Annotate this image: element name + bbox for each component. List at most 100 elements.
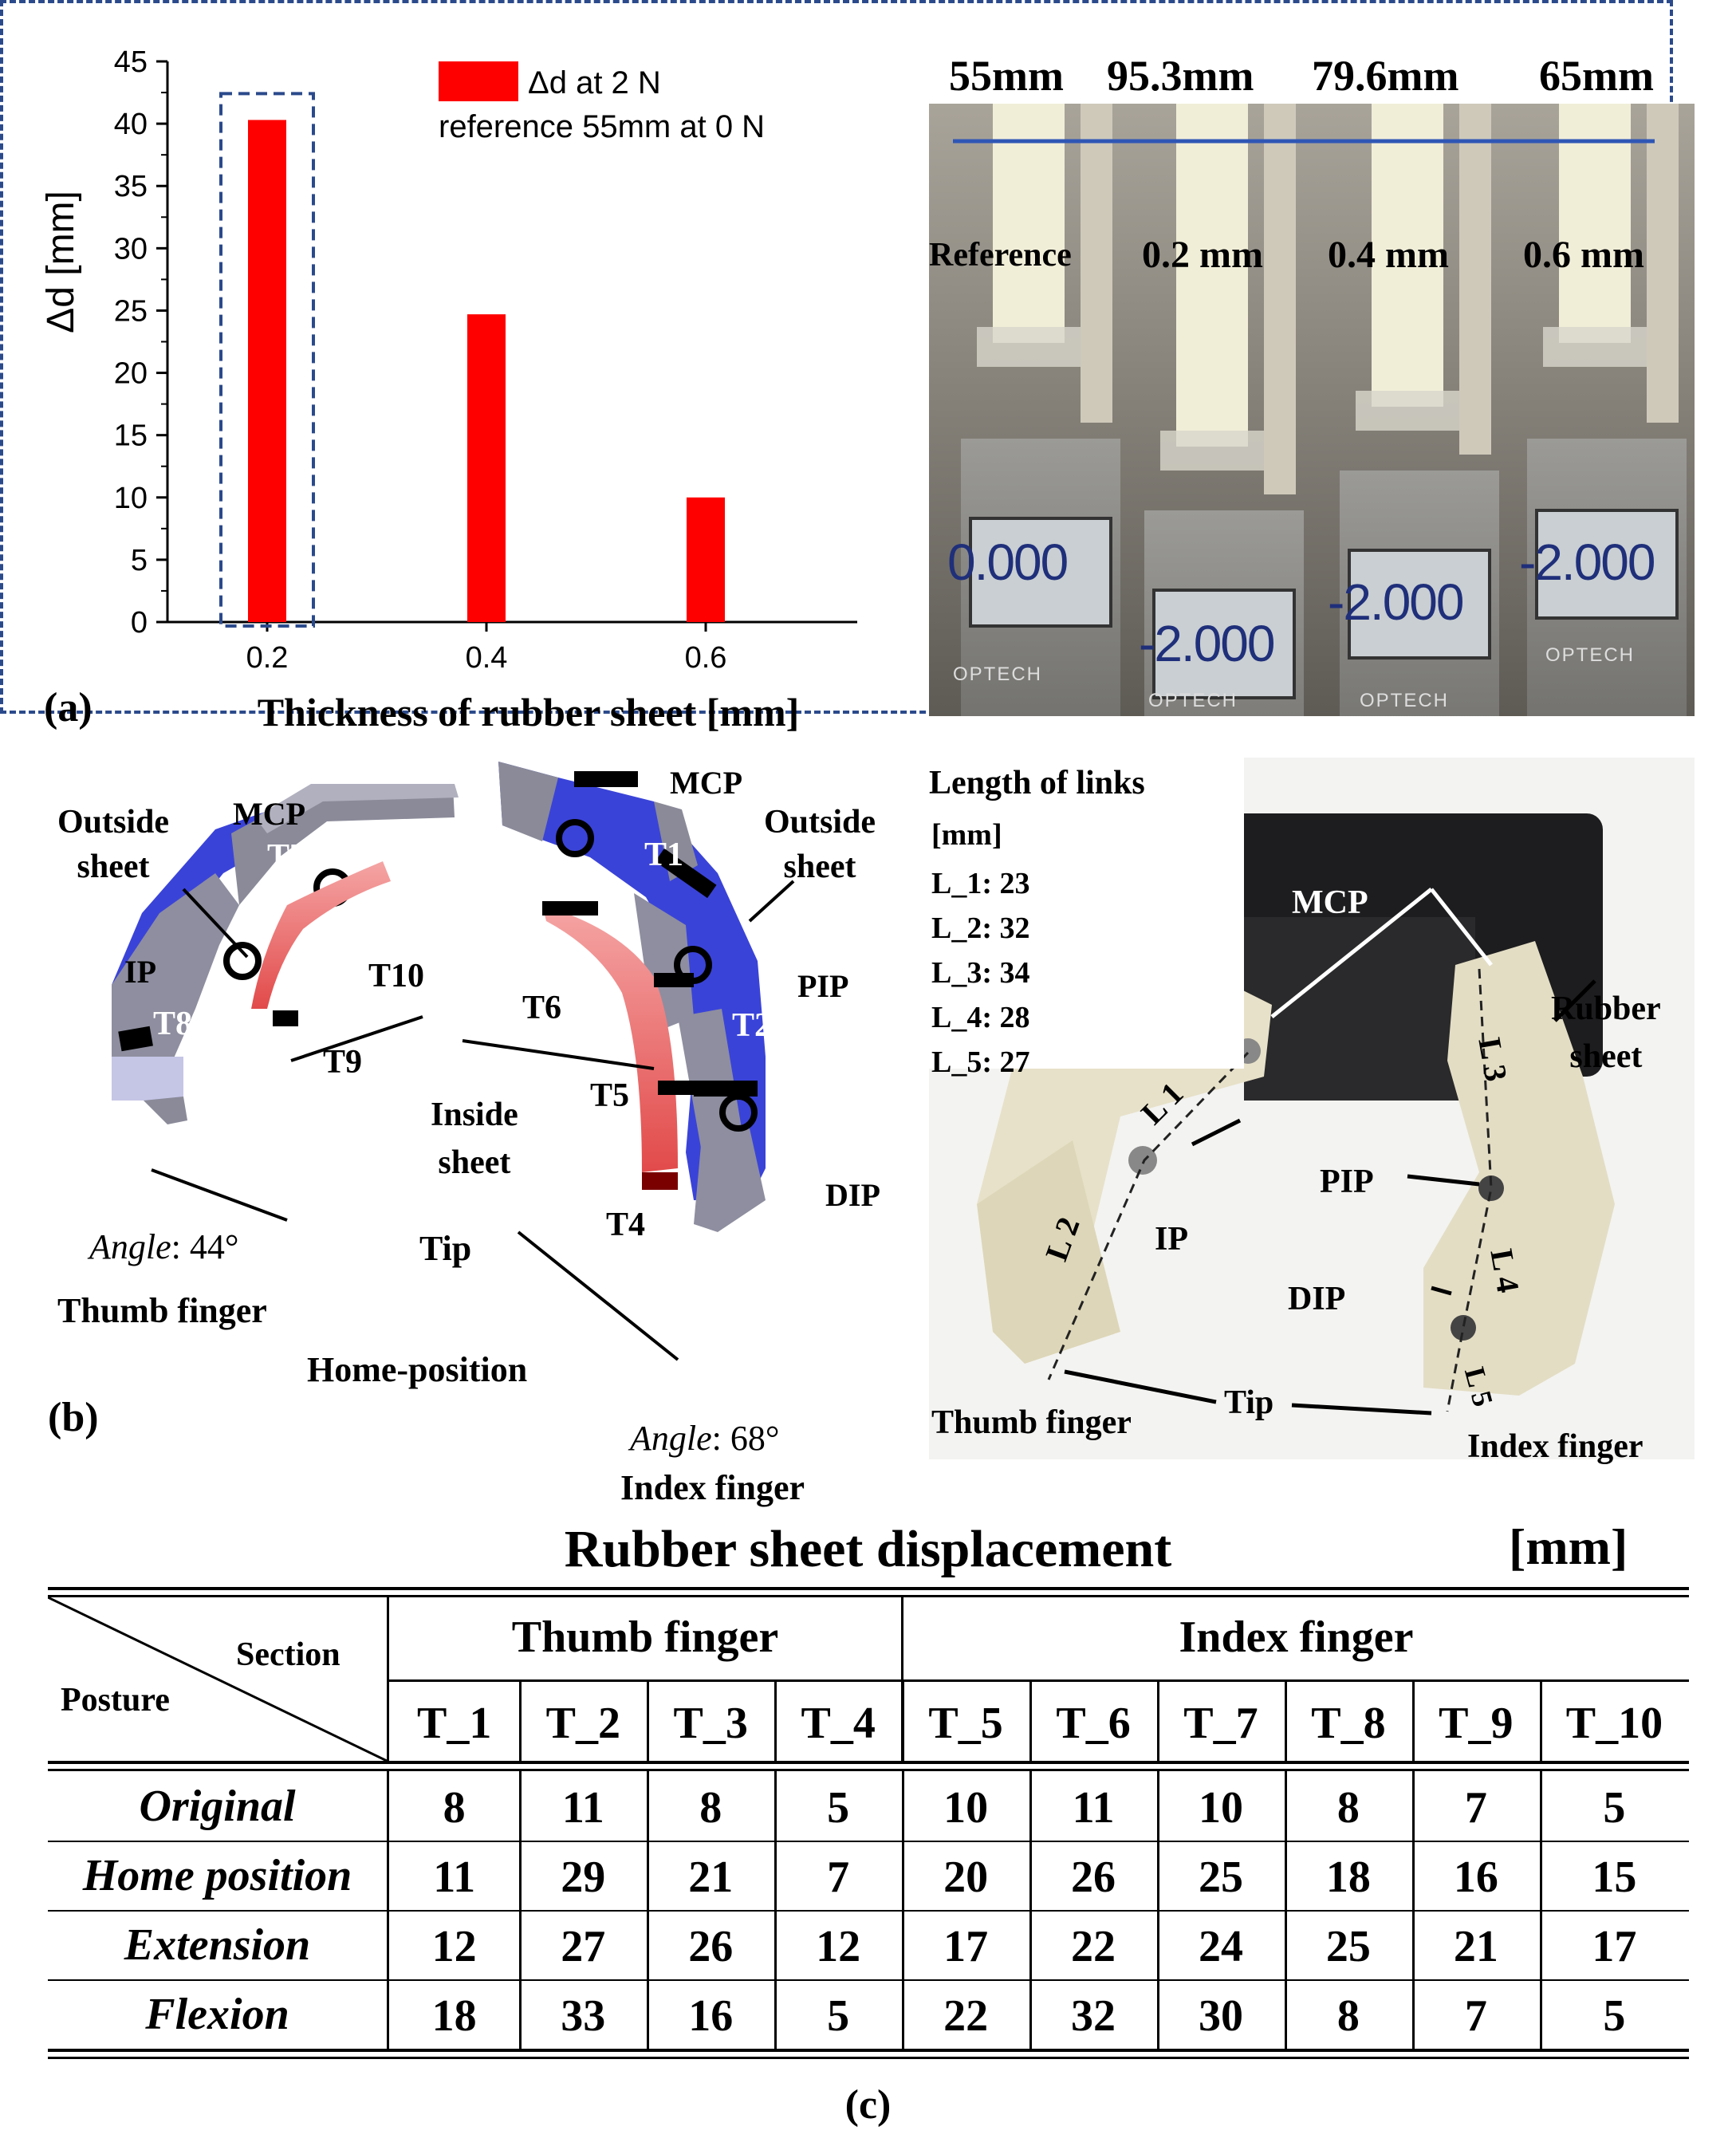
index-mcp-label: MCP bbox=[670, 765, 743, 801]
prototype-photo bbox=[929, 758, 1695, 1459]
table-cell: 16 bbox=[688, 1991, 734, 2041]
table-cell: 5 bbox=[1603, 1783, 1626, 1833]
tip-label: Tip bbox=[419, 1229, 472, 1268]
photo-index-label: Index finger bbox=[1467, 1428, 1643, 1465]
table-cell: 20 bbox=[943, 1853, 989, 1902]
table-cell: 12 bbox=[816, 1922, 861, 1971]
y-axis-title: Δd [mm] bbox=[40, 191, 82, 333]
gauge-brand-1: OPTECH bbox=[953, 663, 1043, 685]
table-cell: 24 bbox=[1198, 1922, 1243, 1971]
table-cell: 8 bbox=[1336, 1991, 1360, 2041]
column-header-t_9: T_9 bbox=[1439, 1699, 1514, 1748]
gauge-screen bbox=[1348, 549, 1491, 660]
displacement-table: Section Posture Thumb finger Index finge… bbox=[48, 1587, 1689, 2059]
links-unit: [mm] bbox=[931, 818, 1002, 852]
gauge-brand-4: OPTECH bbox=[1545, 644, 1636, 666]
table-cell: 8 bbox=[1336, 1783, 1360, 1833]
table-unit: [mm] bbox=[1509, 1518, 1628, 1575]
home-position-label: Home-position bbox=[307, 1350, 528, 1389]
clamp bbox=[1160, 431, 1264, 471]
group-thumb-finger: Thumb finger bbox=[511, 1612, 779, 1662]
photo-ip-label: IP bbox=[1155, 1221, 1188, 1258]
thumb-t9-label: T9 bbox=[323, 1044, 363, 1081]
table-cell: 29 bbox=[561, 1853, 606, 1902]
table-cell: 22 bbox=[943, 1991, 989, 2041]
length-label-2: 95.3mm bbox=[1107, 52, 1254, 100]
ruler bbox=[1264, 104, 1296, 494]
ruler bbox=[1459, 104, 1491, 455]
clamp bbox=[1543, 327, 1647, 367]
gauge-brand-2: OPTECH bbox=[1148, 690, 1238, 711]
photo-thumb-label: Thumb finger bbox=[931, 1404, 1132, 1441]
ruler bbox=[1647, 104, 1679, 423]
table-cell: 5 bbox=[827, 1991, 850, 2041]
index-t6-label: T6 bbox=[522, 990, 562, 1026]
sample-label-0-6: 0.6 mm bbox=[1523, 234, 1644, 276]
index-angle-label: Angle: 68° bbox=[630, 1419, 780, 1458]
index-t5-label: T5 bbox=[590, 1077, 630, 1114]
tensile-test-photo bbox=[929, 104, 1695, 716]
column-header-t_5: T_5 bbox=[928, 1699, 1003, 1748]
x-axis-title: Thickness of rubber sheet [mm] bbox=[258, 690, 800, 734]
table-cell: 8 bbox=[699, 1783, 722, 1833]
table-cell: 5 bbox=[1603, 1991, 1626, 2041]
panel-b-label: (b) bbox=[48, 1395, 99, 1440]
link-length-5: L_5: 27 bbox=[931, 1045, 1030, 1079]
group-index-finger: Index finger bbox=[1179, 1612, 1414, 1662]
index-t1-label: T1 bbox=[644, 837, 684, 873]
links-list: L_1: 23 L_2: 32 L_3: 34 L_4: 28 L_5: 27 bbox=[931, 861, 1030, 1085]
corner-posture: Posture bbox=[61, 1682, 170, 1719]
legend-note: reference 55mm at 0 N bbox=[439, 109, 765, 144]
table-title: Rubber sheet displacement bbox=[564, 1520, 1172, 1578]
photo-link-mark-4: L 4 bbox=[1483, 1246, 1527, 1296]
table-cell: 10 bbox=[943, 1783, 989, 1833]
index-cad-model bbox=[498, 762, 766, 1232]
table-cell: 21 bbox=[688, 1853, 734, 1902]
thumb-finger-caption: Thumb finger bbox=[57, 1291, 267, 1330]
photo-tip-label: Tip bbox=[1224, 1384, 1274, 1421]
gauge-screen bbox=[1152, 589, 1296, 699]
x-tick-label: 0.2 bbox=[246, 641, 289, 675]
bar-0.6 bbox=[687, 497, 725, 622]
legend-label: Δd at 2 N bbox=[528, 65, 661, 100]
y-tick-label: 15 bbox=[114, 419, 148, 453]
bar-0.2 bbox=[248, 120, 286, 622]
table-cell: 25 bbox=[1198, 1853, 1243, 1902]
tensile-test-photo-drawing bbox=[929, 104, 1695, 716]
table-cell: 17 bbox=[943, 1922, 989, 1971]
link-length-1: L_1: 23 bbox=[931, 867, 1030, 900]
link-length-3: L_3: 34 bbox=[931, 956, 1030, 990]
rubber-strip bbox=[993, 104, 1065, 343]
table-cell: 33 bbox=[561, 1991, 606, 2041]
gauge-reading-4: -2.000 bbox=[1519, 534, 1655, 591]
finger-cad-drawings bbox=[112, 762, 795, 1361]
link-length-2: L_2: 32 bbox=[931, 912, 1030, 945]
index-t4-label: T4 bbox=[606, 1207, 646, 1243]
table-cell: 7 bbox=[1464, 1783, 1487, 1833]
length-label-4: 65mm bbox=[1539, 52, 1654, 100]
table-cell: 18 bbox=[1325, 1853, 1371, 1902]
panel-c-label: (c) bbox=[844, 2082, 892, 2128]
thumb-t10-label: T10 bbox=[368, 958, 425, 994]
y-tick-label: 30 bbox=[114, 232, 148, 266]
index-finger-caption: Index finger bbox=[620, 1468, 805, 1507]
column-header-t_1: T_1 bbox=[416, 1699, 492, 1748]
photo-pip-label: PIP bbox=[1320, 1164, 1374, 1200]
highlight-box bbox=[219, 92, 315, 628]
index-dip-label: DIP bbox=[825, 1177, 880, 1213]
x-tick-label: 0.4 bbox=[466, 641, 508, 675]
table-cell: 17 bbox=[1592, 1922, 1637, 1971]
gauge-reading-1: 0.000 bbox=[947, 534, 1069, 591]
gauge-reading-3: -2.000 bbox=[1328, 573, 1464, 631]
clamp bbox=[1356, 391, 1459, 431]
sample-label-0-2: 0.2 mm bbox=[1142, 234, 1263, 276]
table-cell: 8 bbox=[443, 1783, 466, 1833]
thumb-t7-label: T7 bbox=[267, 838, 307, 875]
thumb-t8-label: T8 bbox=[153, 1006, 193, 1042]
